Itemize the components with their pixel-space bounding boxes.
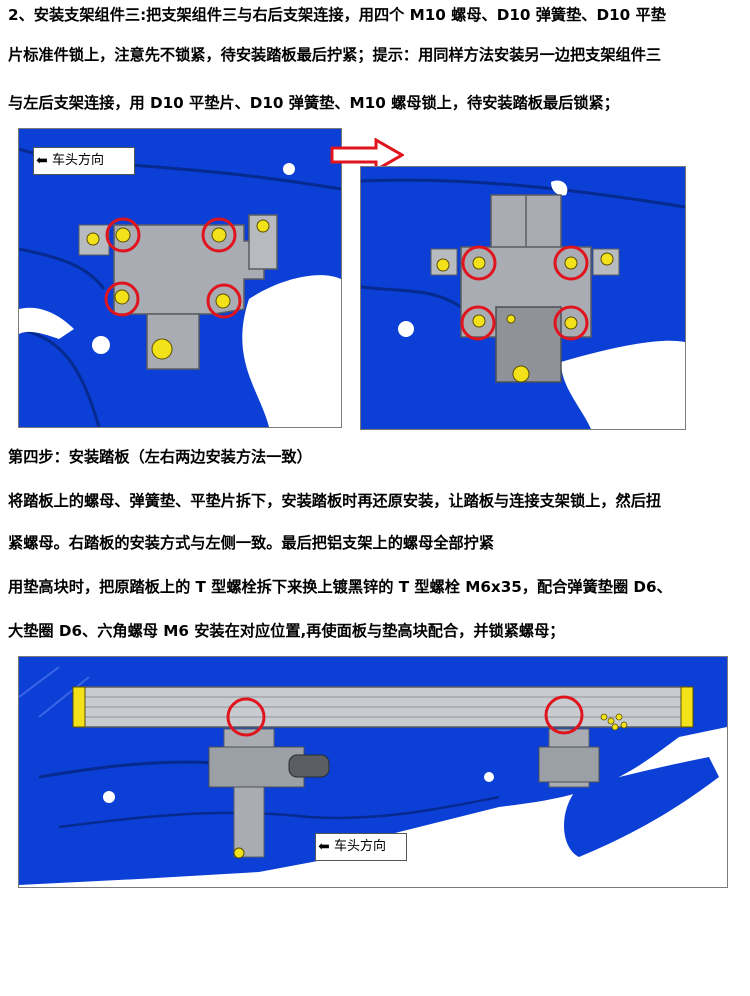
direction-label-box: ⬅ 车头方向 [33,147,135,175]
direction-arrow-icon: ⬅ [36,153,48,169]
figure-bracket-before: ⬅ 车头方向 [18,128,342,428]
step3-line-3: 与左后支架连接，用 D10 平垫片、D10 弹簧垫、M10 螺母锁上，待安装踏板… [8,94,619,112]
step4-heading: 第四步：安装踏板（左右两边安装方法一致） [8,448,312,466]
step4-p1-line-2: 紧螺母。右踏板的安装方式与左侧一致。最后把铝支架上的螺母全部拧紧 [8,534,494,552]
right-arrow-icon [330,138,404,172]
step4-p2-line-2: 大垫圈 D6、六角螺母 M6 安装在对应位置,再使面板与垫高块配合，并锁紧螺母； [8,622,565,640]
direction-label-2: 车头方向 [334,839,387,854]
step3-line-1: 2、安装支架组件三:把支架组件三与右后支架连接，用四个 M10 螺母、D10 弹… [8,6,666,24]
step4-p2-line-1: 用垫高块时，把原踏板上的 T 型螺栓拆下来换上镀黑锌的 T 型螺栓 M6x35，… [8,578,672,596]
bracket-after-illustration [361,167,685,429]
step3-line-2: 片标准件锁上，注意先不锁紧，待安装踏板最后拧紧；提示：用同样方法安装另一边把支架… [8,46,662,64]
bracket-before-illustration [19,129,341,427]
step4-p1-line-1: 将踏板上的螺母、弹簧垫、平垫片拆下，安装踏板时再还原安装，让踏板与连接支架锁上，… [8,492,662,510]
direction-label-box-2: ⬅ 车头方向 [315,833,407,861]
figure-running-board: ⬅ 车头方向 [18,656,728,888]
direction-label: 车头方向 [52,153,105,168]
direction-arrow-icon-2: ⬅ [318,839,330,855]
figure-bracket-after [360,166,686,430]
running-board-illustration [19,657,727,887]
